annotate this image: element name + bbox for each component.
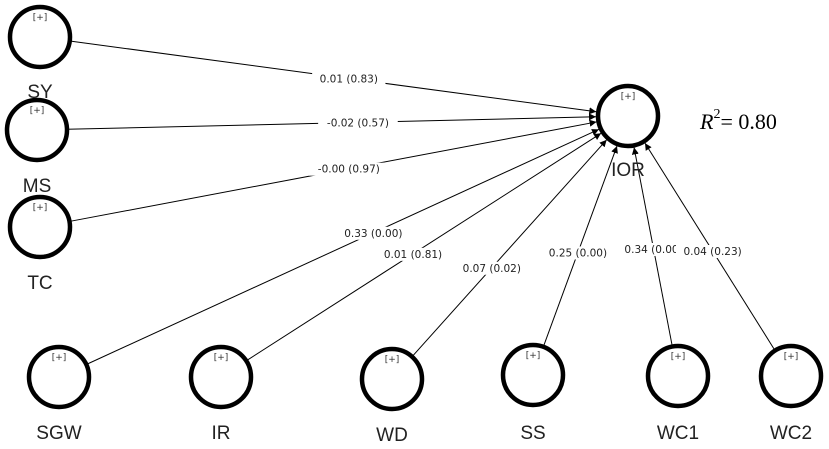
expand-marker: [+] <box>621 92 636 102</box>
node-ms: [+] MS <box>4 97 70 197</box>
path-coefficient-sgw: 0.33 (0.00) <box>344 228 402 240</box>
path-ir-to-ior <box>245 132 602 362</box>
path-label-background <box>675 244 750 258</box>
r-squared-exponent: 2 <box>713 107 720 122</box>
node-ir: [+] IR <box>188 344 254 444</box>
path-label-wc1: 0.34 (0.00) <box>616 242 691 256</box>
node-label-ss: SS <box>520 423 545 444</box>
expand-marker: [+] <box>671 352 686 362</box>
node-ss: [+] SS <box>500 342 566 444</box>
path-coefficient-wc1: 0.34 (0.00) <box>624 244 682 256</box>
path-coefficient-wc2: 0.04 (0.23) <box>683 246 741 258</box>
path-coefficient-ss: 0.25 (0.00) <box>549 247 607 259</box>
node-label-wd: WD <box>376 425 408 446</box>
path-label-tc: -0.00 (0.97) <box>309 162 389 176</box>
svg-text:R2= 0.80: R2= 0.80 <box>699 107 777 134</box>
path-label-ir: 0.01 (0.81) <box>376 247 450 261</box>
path-label-background <box>318 116 398 130</box>
node-label-ms: MS <box>23 176 52 197</box>
node-label-ir: IR <box>212 423 231 444</box>
path-label-background <box>309 162 389 176</box>
path-label-background <box>376 247 450 261</box>
node-label-tc: TC <box>27 273 52 294</box>
path-label-sgw: 0.33 (0.00) <box>336 226 410 240</box>
node-label-wc1: WC1 <box>657 423 699 444</box>
path-coefficient-wd: 0.07 (0.02) <box>463 263 521 275</box>
node-circle-ior <box>595 83 661 149</box>
node-wc2: [+] WC2 <box>758 343 824 444</box>
path-label-sy: 0.01 (0.83) <box>312 72 386 86</box>
expand-marker: [+] <box>33 203 48 213</box>
path-label-background <box>312 72 386 86</box>
node-wd: [+] WD <box>359 346 425 446</box>
path-label-ms: -0.02 (0.57) <box>318 116 398 130</box>
path-label-ss: 0.25 (0.00) <box>541 246 615 260</box>
path-edges <box>66 40 776 365</box>
path-label-background <box>336 226 410 240</box>
path-coefficient-tc: -0.00 (0.97) <box>318 164 380 176</box>
expand-marker: [+] <box>385 355 400 365</box>
path-label-wc2: 0.04 (0.23) <box>675 244 750 258</box>
path-label-wd: 0.07 (0.02) <box>455 261 529 275</box>
path-label-background <box>541 246 615 260</box>
path-ss-to-ior <box>542 145 618 348</box>
expand-marker: [+] <box>784 352 799 362</box>
node-label-sy: SY <box>27 82 53 103</box>
expand-marker: [+] <box>526 351 541 361</box>
expand-marker: [+] <box>52 353 67 363</box>
path-sgw-to-ior <box>86 128 600 365</box>
node-sy: [+] SY <box>7 4 73 103</box>
expand-marker: [+] <box>30 106 45 116</box>
node-tc: [+] TC <box>7 194 73 294</box>
path-coefficient-ms: -0.02 (0.57) <box>327 117 389 129</box>
node-label-ior: IOR <box>611 160 645 181</box>
expand-marker: [+] <box>33 13 48 23</box>
node-label-wc2: WC2 <box>770 423 812 444</box>
node-circle-ir <box>188 344 254 410</box>
node-circle-ss <box>500 342 566 408</box>
path-coefficient-sy: 0.01 (0.83) <box>320 73 378 85</box>
path-label-background <box>616 242 691 256</box>
path-coefficient-ir: 0.01 (0.81) <box>384 249 442 261</box>
node-ior: [+] IOR <box>595 83 661 181</box>
node-circle-sgw <box>26 344 92 410</box>
path-label-background <box>455 261 529 275</box>
expand-marker: [+] <box>214 353 229 363</box>
node-circle-wd <box>359 346 425 412</box>
path-wd-to-ior <box>411 139 608 358</box>
r-squared-symbol: R <box>699 109 714 134</box>
node-sgw: [+] SGW <box>26 344 92 444</box>
node-wc1: [+] WC1 <box>645 343 711 444</box>
r-squared-value: = 0.80 <box>720 109 776 134</box>
node-label-sgw: SGW <box>36 423 81 444</box>
node-circle-wc2 <box>758 343 824 409</box>
node-circle-tc <box>7 194 73 260</box>
path-coefficient-labels: 0.01 (0.83) -0.02 (0.57) -0.00 (0.97) 0.33 … <box>309 72 750 275</box>
node-circle-sy <box>7 4 73 70</box>
node-circle-ms <box>4 97 70 163</box>
node-circle-wc1 <box>645 343 711 409</box>
construct-nodes: [+] SY [+] MS [+] TC [+] SGW [+] IR [+] WD [+] SS [+] W… <box>4 4 824 446</box>
r-squared-annotation: R2= 0.80 <box>699 107 777 134</box>
